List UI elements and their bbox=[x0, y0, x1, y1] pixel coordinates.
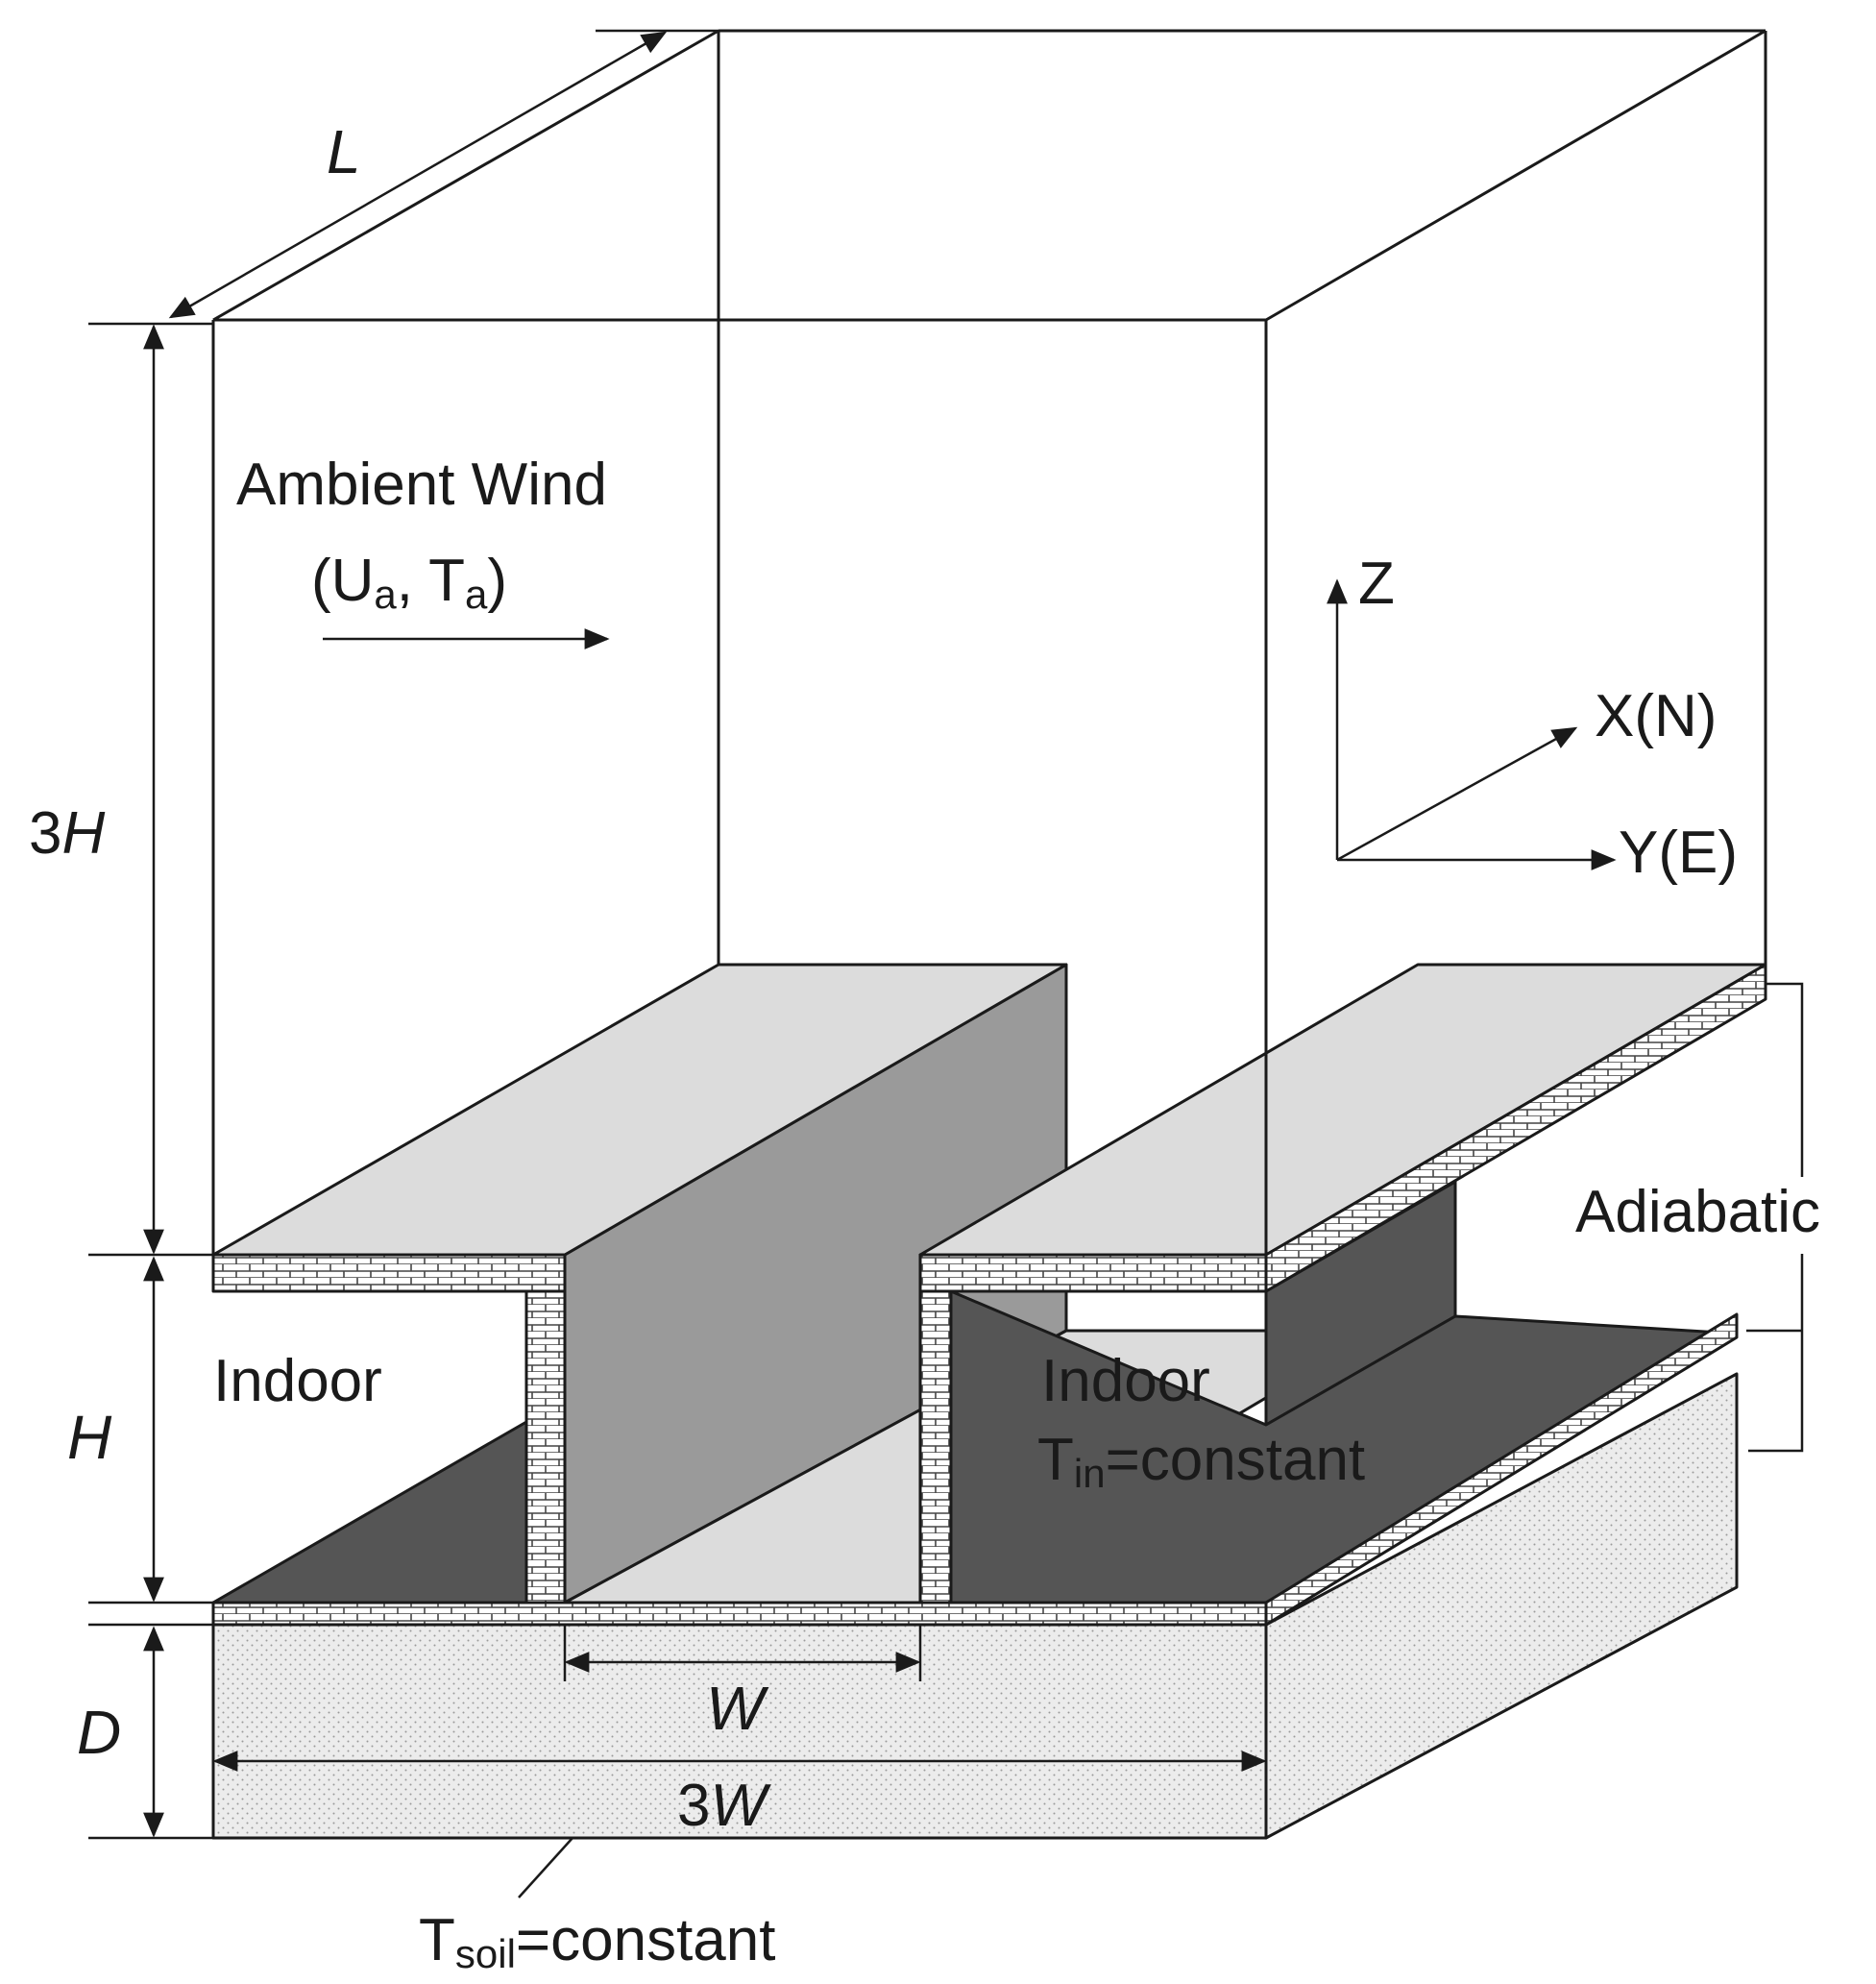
tsoil-leader bbox=[518, 1837, 573, 1898]
label-h: H bbox=[67, 1403, 112, 1472]
domain-top-right-edge bbox=[1265, 29, 1766, 322]
label-indoor-left: Indoor bbox=[213, 1348, 382, 1414]
label-axis-y: Y(E) bbox=[1619, 820, 1738, 886]
label-adiabatic: Adiabatic bbox=[1575, 1179, 1820, 1245]
label-depth: D bbox=[77, 1698, 121, 1767]
label-3w: 3W bbox=[677, 1773, 771, 1839]
label-3h: 3H bbox=[29, 800, 105, 867]
left-building-floor bbox=[211, 1420, 528, 1604]
label-axis-x: X(N) bbox=[1595, 683, 1717, 749]
label-ambient-wind: Ambient Wind bbox=[236, 452, 607, 518]
right-building-wall bbox=[918, 1289, 953, 1604]
dim-length-line bbox=[168, 31, 668, 319]
right-roof-slab bbox=[918, 1253, 1268, 1293]
ground-side-slab bbox=[1264, 1312, 1739, 1627]
label-length: L bbox=[327, 117, 361, 186]
label-tsoil: Tsoil=constant bbox=[419, 1907, 776, 1976]
label-w: W bbox=[706, 1674, 769, 1743]
label-tin: Tin=constant bbox=[1037, 1427, 1365, 1496]
ground-slab bbox=[211, 1601, 1268, 1627]
label-indoor-right: Indoor bbox=[1041, 1348, 1210, 1414]
axis-x-arrow bbox=[1336, 726, 1578, 862]
domain-top-left-edge bbox=[212, 29, 719, 322]
adiabatic-leader-bottom bbox=[1748, 1254, 1804, 1453]
left-roof-slab bbox=[211, 1253, 567, 1293]
label-axis-z: Z bbox=[1358, 551, 1395, 617]
left-building-wall bbox=[524, 1289, 567, 1604]
adiabatic-leader-top bbox=[1766, 982, 1804, 1177]
label-ambient-params: (Ua, Ta) bbox=[311, 548, 507, 617]
